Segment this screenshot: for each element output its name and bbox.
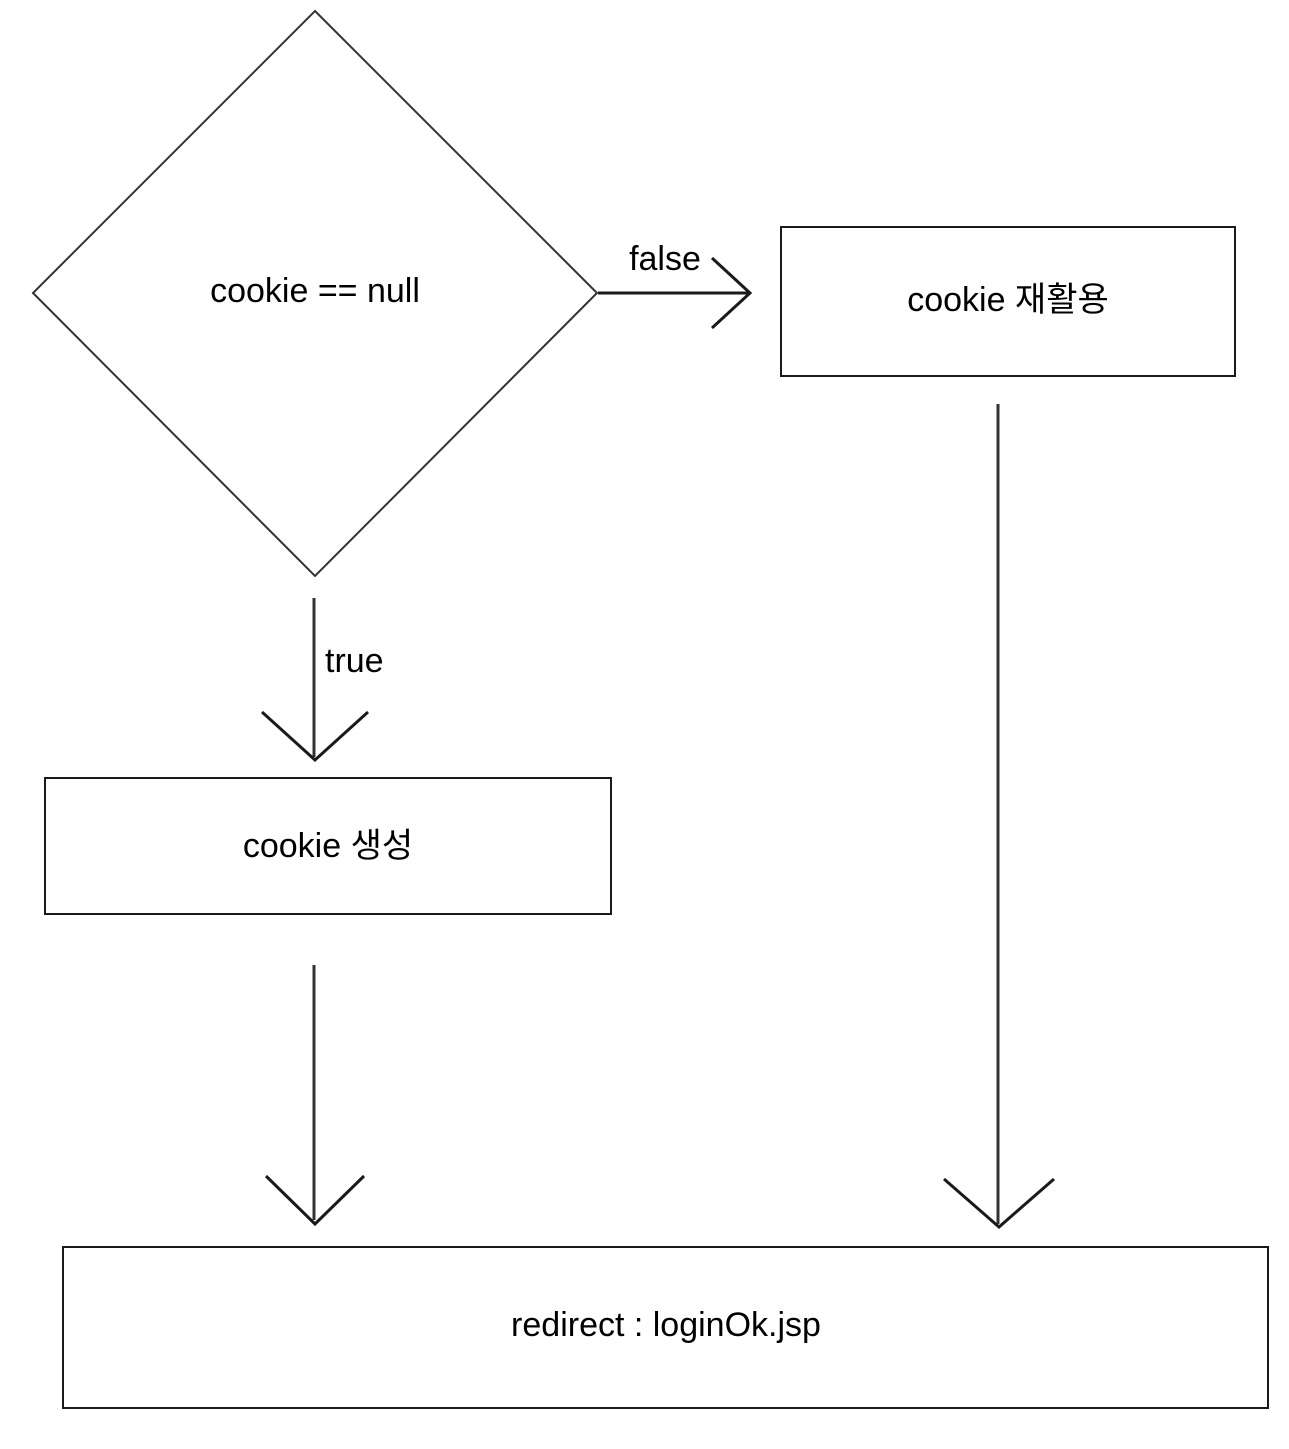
node-cookie-create[interactable]: cookie 생성 bbox=[44, 777, 612, 915]
edge-decision-to-create: true bbox=[260, 598, 384, 763]
edge-label-false: false bbox=[629, 240, 701, 278]
rect-shape-redirect bbox=[62, 1246, 1269, 1409]
arrowhead-reuse-redirect-icon bbox=[943, 1177, 1055, 1229]
arrowhead-create-redirect-icon bbox=[264, 1174, 366, 1227]
edge-reuse-to-redirect bbox=[943, 404, 1055, 1229]
node-cookie-reuse[interactable]: cookie 재활용 bbox=[780, 226, 1236, 377]
node-redirect-label: redirect : loginOk.jsp bbox=[511, 1306, 821, 1344]
edge-decision-to-reuse: false bbox=[598, 240, 753, 330]
node-create-label: cookie 생성 bbox=[243, 827, 413, 865]
rect-shape-reuse bbox=[780, 226, 1236, 377]
arrowhead-false-icon bbox=[710, 256, 753, 330]
edge-label-true: true bbox=[325, 642, 384, 680]
arrowhead-true-icon bbox=[260, 710, 370, 763]
node-decision-cookie-null[interactable]: cookie == null bbox=[31, 9, 599, 578]
node-redirect[interactable]: redirect : loginOk.jsp bbox=[62, 1246, 1269, 1409]
diamond-shape bbox=[31, 9, 599, 578]
node-reuse-label: cookie 재활용 bbox=[907, 281, 1109, 319]
rect-shape-create bbox=[44, 777, 612, 915]
node-decision-label: cookie == null bbox=[210, 272, 420, 310]
edge-create-to-redirect bbox=[264, 965, 366, 1227]
